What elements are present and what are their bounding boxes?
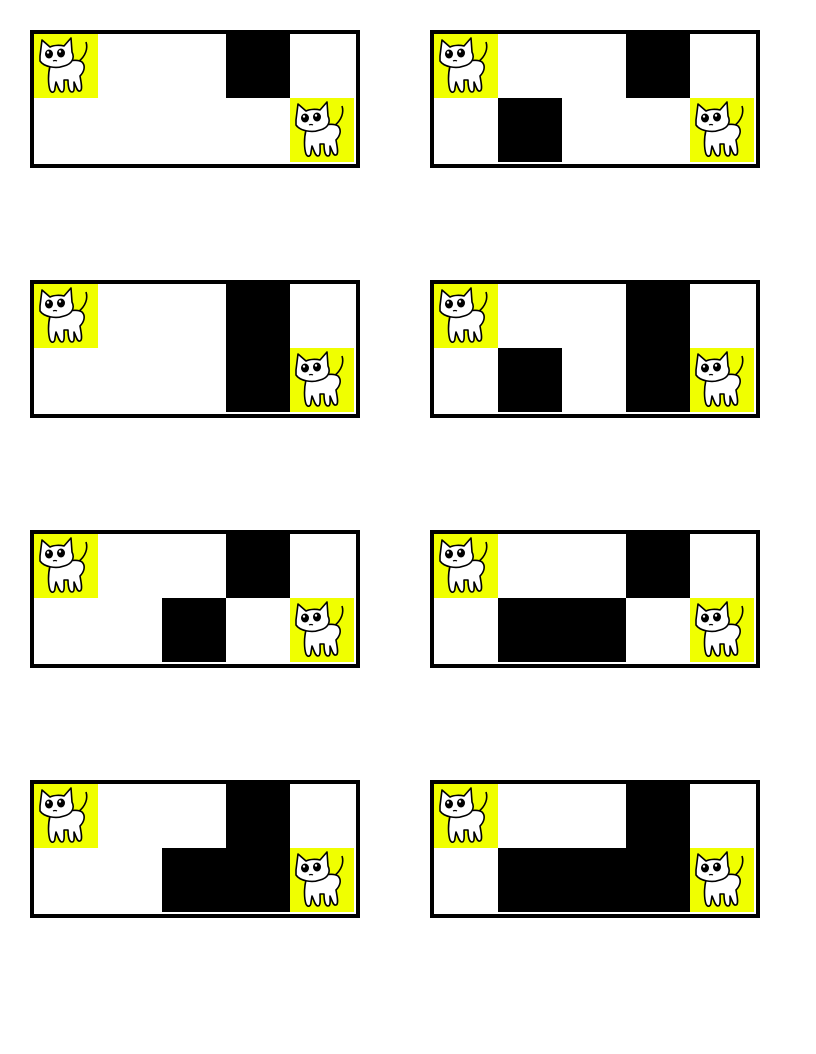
maze-board-2	[430, 30, 760, 168]
wall-cell	[162, 848, 226, 912]
cat-icon	[434, 284, 498, 348]
cat-icon	[290, 348, 354, 412]
cat-icon	[290, 598, 354, 662]
cat-icon	[34, 34, 98, 98]
wall-cell	[226, 848, 290, 912]
cat-icon	[434, 784, 498, 848]
wall-cell	[626, 348, 690, 412]
start-cat-cell	[434, 534, 498, 598]
cat-icon	[434, 534, 498, 598]
wall-cell	[498, 98, 562, 162]
maze-board-5	[30, 530, 360, 668]
wall-cell	[226, 284, 290, 348]
maze-board-3	[30, 280, 360, 418]
maze-board-7	[30, 780, 360, 918]
goal-cat-cell	[290, 98, 354, 162]
goal-cat-cell	[290, 348, 354, 412]
wall-cell	[626, 284, 690, 348]
cat-icon	[34, 784, 98, 848]
cat-icon	[690, 98, 754, 162]
maze-board-1	[30, 30, 360, 168]
cat-icon	[434, 34, 498, 98]
wall-cell	[626, 848, 690, 912]
goal-cat-cell	[690, 348, 754, 412]
cat-icon	[290, 848, 354, 912]
maze-board-8	[430, 780, 760, 918]
cat-icon	[690, 598, 754, 662]
goal-cat-cell	[690, 598, 754, 662]
wall-cell	[562, 598, 626, 662]
start-cat-cell	[34, 284, 98, 348]
wall-cell	[498, 348, 562, 412]
maze-board-6	[430, 530, 760, 668]
goal-cat-cell	[690, 848, 754, 912]
wall-cell	[226, 534, 290, 598]
start-cat-cell	[34, 784, 98, 848]
cat-icon	[690, 848, 754, 912]
start-cat-cell	[434, 34, 498, 98]
wall-cell	[162, 598, 226, 662]
start-cat-cell	[434, 284, 498, 348]
maze-board-4	[430, 280, 760, 418]
start-cat-cell	[434, 784, 498, 848]
wall-cell	[226, 34, 290, 98]
goal-cat-cell	[290, 598, 354, 662]
wall-cell	[498, 598, 562, 662]
wall-cell	[226, 784, 290, 848]
start-cat-cell	[34, 534, 98, 598]
cat-icon	[34, 284, 98, 348]
wall-cell	[626, 34, 690, 98]
wall-cell	[626, 534, 690, 598]
wall-cell	[562, 848, 626, 912]
cat-icon	[34, 534, 98, 598]
cat-icon	[690, 348, 754, 412]
goal-cat-cell	[290, 848, 354, 912]
wall-cell	[626, 784, 690, 848]
goal-cat-cell	[690, 98, 754, 162]
cat-icon	[290, 98, 354, 162]
wall-cell	[498, 848, 562, 912]
wall-cell	[226, 348, 290, 412]
start-cat-cell	[34, 34, 98, 98]
